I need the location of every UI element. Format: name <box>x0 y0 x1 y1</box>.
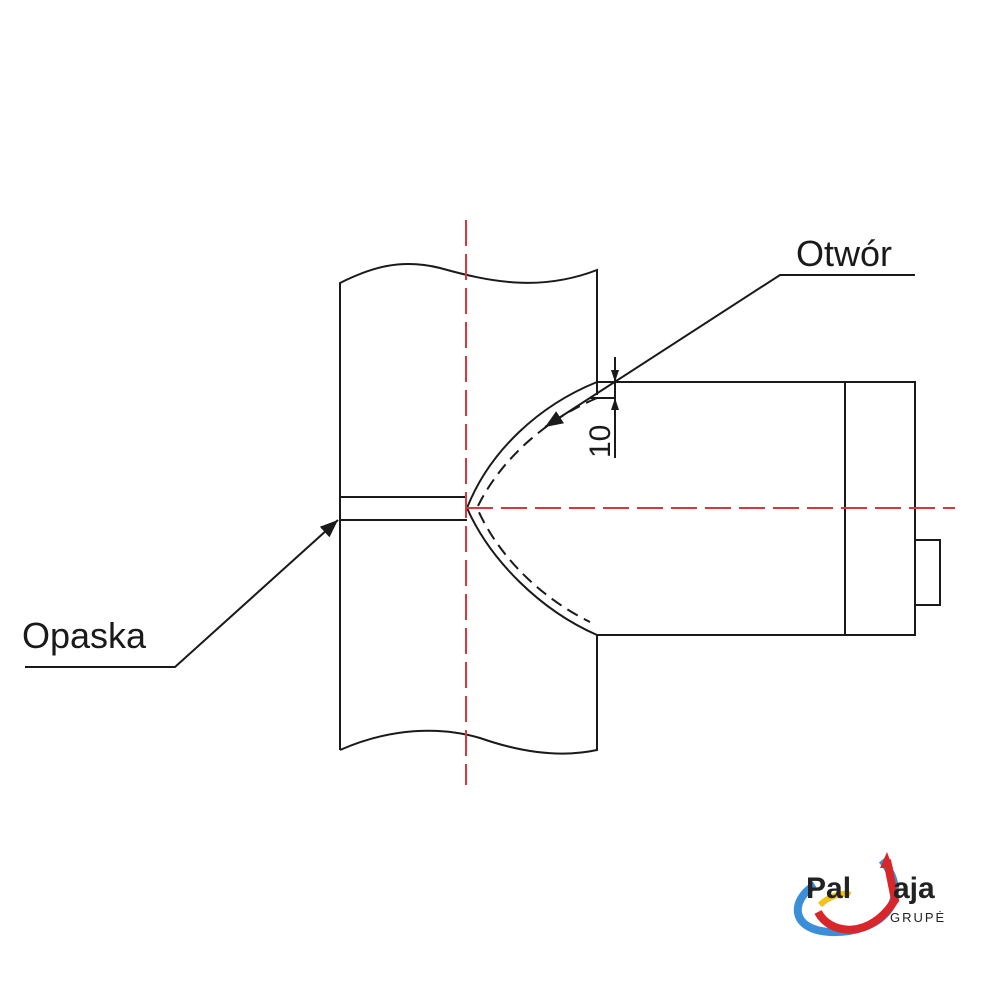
svg-text:aja: aja <box>893 872 935 905</box>
band-label: Opaska <box>22 615 147 656</box>
dimension-value: 10 <box>584 425 617 458</box>
band <box>340 496 467 521</box>
band-leader-line <box>25 519 339 668</box>
end-cap <box>914 539 941 606</box>
hole-dashed-curve <box>475 397 598 623</box>
vertical-pipe <box>339 262 598 755</box>
svg-text:GRUPĖ: GRUPĖ <box>890 910 946 925</box>
hole-leader-line <box>544 274 915 428</box>
dimension-10: 10 <box>584 357 619 458</box>
svg-text:Pal: Pal <box>806 872 851 905</box>
hole-label: Otwór <box>796 233 892 274</box>
company-logo: Pal aja GRUPĖ <box>793 852 946 937</box>
